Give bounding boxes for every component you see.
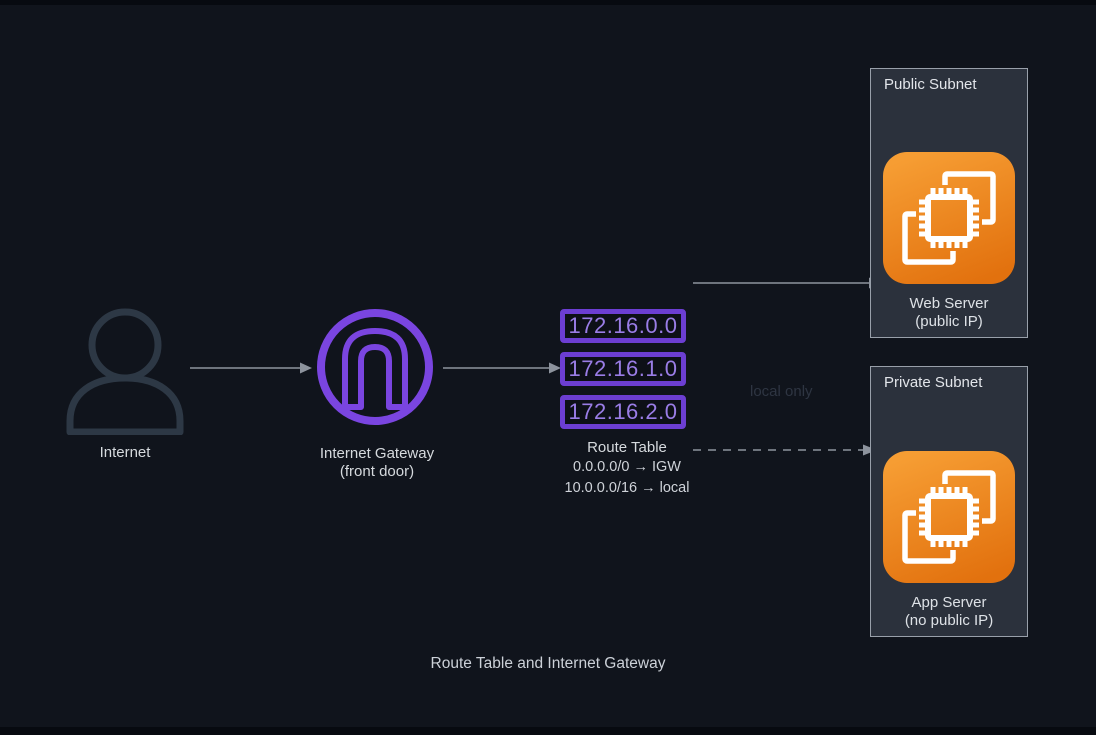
local-only-label: local only — [750, 383, 813, 400]
app-server-name: App Server — [911, 594, 987, 611]
route-entry: 172.16.0.0 — [560, 309, 686, 343]
arrow-routetable-to-webserver — [693, 277, 881, 289]
gateway-label: Internet Gateway — [319, 445, 435, 462]
web-server-note: (public IP) — [915, 313, 983, 330]
private-subnet-box: Private Subnet App Server (no public IP) — [870, 366, 1028, 637]
public-subnet-title: Public Subnet — [884, 76, 977, 93]
private-subnet-title: Private Subnet — [884, 374, 983, 391]
person-icon — [66, 308, 184, 435]
route-table-label: Route Table — [587, 439, 667, 456]
diagram-caption: Route Table and Internet Gateway — [430, 655, 666, 672]
internet-label: Internet — [99, 444, 151, 461]
route-entry: 172.16.1.0 — [560, 352, 686, 386]
route-rule-local: 10.0.0.0/16 → local — [564, 480, 690, 496]
internet-gateway-icon — [317, 309, 433, 425]
public-subnet-box: Public Subnet Web Server (public IP) — [870, 68, 1028, 338]
ec2-icon — [883, 152, 1015, 284]
arrow-internet-to-gateway — [190, 362, 312, 374]
arrow-gateway-to-routetable — [443, 362, 561, 374]
route-entry: 172.16.2.0 — [560, 395, 686, 429]
route-table-node: 172.16.0.0 172.16.1.0 172.16.2.0 — [560, 309, 686, 438]
gateway-sublabel: (front door) — [339, 463, 415, 480]
bottom-letterbox — [0, 727, 1096, 735]
arrow-routetable-to-appserver — [693, 444, 877, 456]
route-rule-igw: 0.0.0.0/0 → IGW — [573, 459, 681, 475]
ec2-icon — [883, 451, 1015, 583]
top-letterbox — [0, 0, 1096, 5]
web-server-name: Web Server — [909, 295, 989, 312]
app-server-note: (no public IP) — [904, 612, 994, 629]
